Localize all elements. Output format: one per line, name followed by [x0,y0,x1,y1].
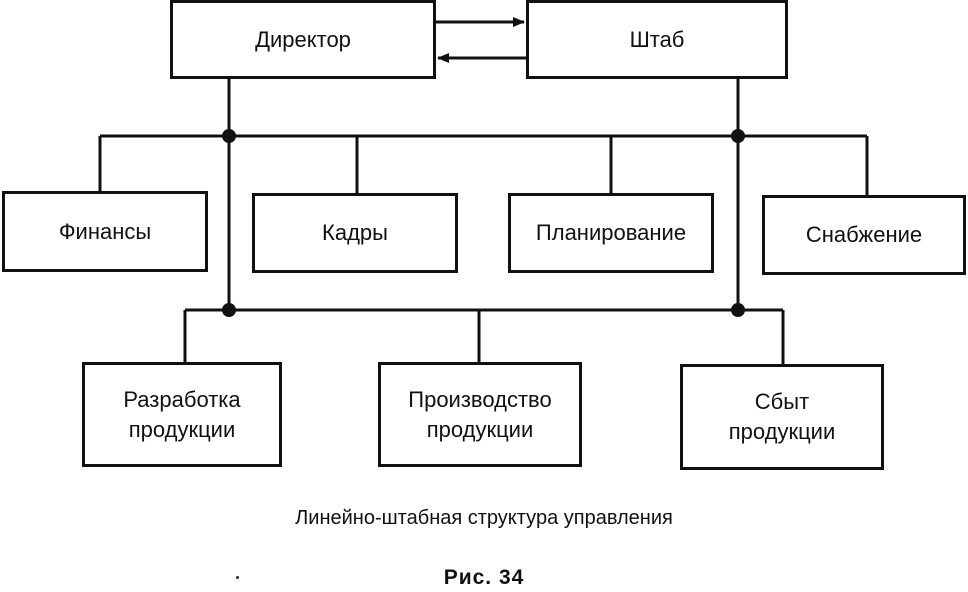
node-product-sales-label: Сбыт продукции [728,389,836,444]
node-planning-label: Планирование [535,220,687,245]
node-product-development-label: Разработка продукции [123,386,241,442]
node-product-production-label: Производство продукции [408,386,552,442]
junction-dot-upper-left [222,129,236,143]
junction-dot-upper-right [731,129,745,143]
node-product-development: Разработка продукции [82,362,282,467]
node-staff: Штаб [526,0,788,79]
node-director-label: Директор [255,26,351,52]
junction-dot-lower-left [222,303,236,317]
node-finance-label: Финансы [58,218,152,244]
node-director: Директор [170,0,436,79]
node-product-production: Производство продукции [378,362,582,467]
figure-label: Рис. 34 [443,566,525,589]
print-speck [236,576,239,579]
node-personnel: Кадры [252,193,458,273]
junction-dot-lower-right [731,303,745,317]
node-planning: Планирование [508,193,714,273]
node-personnel-label: Кадры [322,220,388,245]
diagram-caption: Линейно-штабная структура управления [295,507,673,529]
node-finance: Финансы [2,191,208,272]
node-supply: Снабжение [762,195,966,275]
node-product-sales: Сбыт продукции [680,364,884,470]
node-supply-label: Снабжение [805,222,923,247]
node-staff-label: Штаб [629,26,685,52]
